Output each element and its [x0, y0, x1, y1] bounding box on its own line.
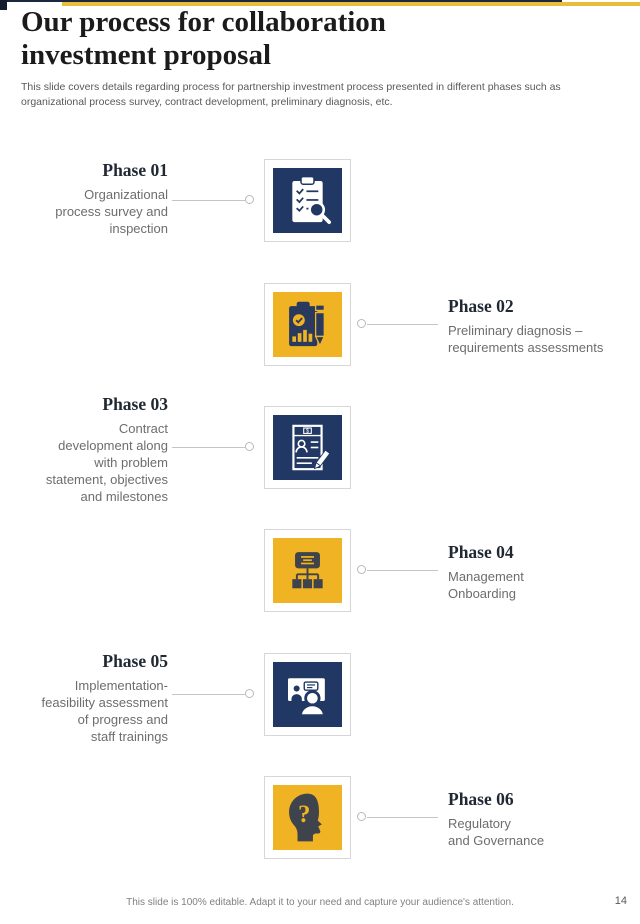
phase-03-text: Phase 03 Contract development along with…	[0, 394, 168, 505]
phase-04-text: Phase 04 Management Onboarding	[448, 542, 638, 602]
connector-line	[172, 447, 245, 448]
top-accent-yellow-line	[62, 2, 640, 6]
phase-06-description: Regulatory and Governance	[448, 816, 545, 848]
phase-02-label: Phase 02	[448, 296, 514, 316]
phase-04-description: Management Onboarding	[448, 569, 524, 601]
connector-dot	[245, 442, 254, 451]
training-presentation-icon	[288, 678, 326, 718]
footer-note: This slide is 100% editable. Adapt it to…	[126, 897, 514, 908]
connector-line	[172, 200, 245, 201]
phase-05-text: Phase 05 Implementation- feasibility ass…	[0, 651, 168, 745]
phase-02-icon-box	[264, 283, 351, 366]
connector-dot	[357, 565, 366, 574]
page-title: Our process for collaboration investment…	[21, 6, 386, 71]
phase-02-description: Preliminary diagnosis – requirements ass…	[448, 323, 604, 355]
top-accent-navy-line	[0, 0, 562, 2]
clipboard-magnifier-icon	[292, 175, 332, 225]
connector-dot	[357, 812, 366, 821]
phase-03-icon-box: $	[264, 406, 351, 489]
top-left-corner-block	[0, 0, 7, 10]
phase-06-label: Phase 06	[448, 789, 514, 809]
connector-line	[367, 817, 438, 818]
connector-line	[172, 694, 245, 695]
org-chart-icon	[292, 552, 323, 589]
contract-document-pencil-icon: $	[292, 424, 331, 471]
page-number: 14	[614, 895, 627, 907]
phase-05-label: Phase 05	[102, 651, 168, 671]
page-subtitle: This slide covers details regarding proc…	[21, 81, 561, 108]
phase-03-label: Phase 03	[102, 394, 168, 414]
svg-text:?: ?	[298, 801, 310, 828]
phase-05-description: Implementation- feasibility assessment o…	[41, 678, 168, 744]
phase-04-icon-box	[264, 529, 351, 612]
head-question-icon: ?	[289, 793, 322, 842]
connector-dot	[357, 319, 366, 328]
connector-line	[367, 324, 438, 325]
phase-06-icon-box: ?	[264, 776, 351, 859]
svg-text:$: $	[306, 429, 309, 435]
connector-dot	[245, 689, 254, 698]
phase-03-description: Contract development along with problem …	[45, 421, 168, 504]
phase-01-description: Organizational process survey and inspec…	[55, 187, 168, 236]
connector-dot	[245, 195, 254, 204]
clipboard-chart-pencil-icon	[289, 301, 326, 348]
phase-01-text: Phase 01 Organizational process survey a…	[0, 160, 168, 237]
phase-05-icon-box	[264, 653, 351, 736]
phase-02-text: Phase 02 Preliminary diagnosis – require…	[448, 296, 638, 356]
phase-06-text: Phase 06 Regulatory and Governance	[448, 789, 638, 849]
phase-01-icon-box	[264, 159, 351, 242]
connector-line	[367, 570, 438, 571]
phase-01-label: Phase 01	[102, 160, 168, 180]
phase-04-label: Phase 04	[448, 542, 514, 562]
